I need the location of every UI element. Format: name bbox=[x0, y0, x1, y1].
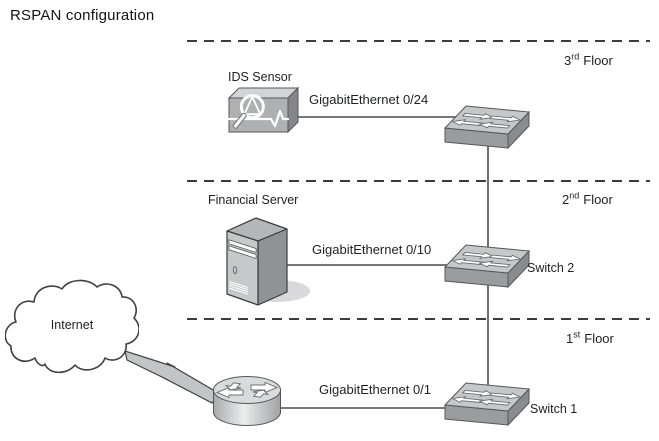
ids-sensor-icon bbox=[227, 86, 301, 134]
link-label-gigabitethernet-0-24: GigabitEthernet 0/24 bbox=[309, 92, 429, 107]
diagram-title: RSPAN configuration bbox=[10, 7, 155, 24]
ids-sensor-label: IDS Sensor bbox=[228, 70, 292, 84]
switch2-label: Switch 2 bbox=[527, 261, 575, 275]
cloud-icon bbox=[5, 278, 139, 377]
router-icon bbox=[210, 375, 284, 427]
link-label-gigabitethernet-0-10: GigabitEthernet 0/10 bbox=[312, 242, 432, 257]
lightning-link-icon bbox=[124, 350, 221, 404]
financial-server-label: Financial Server bbox=[208, 193, 299, 207]
switch-icon-switch2 bbox=[441, 240, 533, 288]
switch1-label: Switch 1 bbox=[530, 402, 578, 416]
switch-icon-switch1 bbox=[441, 378, 533, 426]
link-label-gigabitethernet-0-1: GigabitEthernet 0/1 bbox=[319, 382, 432, 397]
server-tower-icon bbox=[213, 205, 313, 310]
switch-icon-3rd-floor bbox=[441, 101, 533, 149]
internet-label: Internet bbox=[50, 318, 94, 332]
